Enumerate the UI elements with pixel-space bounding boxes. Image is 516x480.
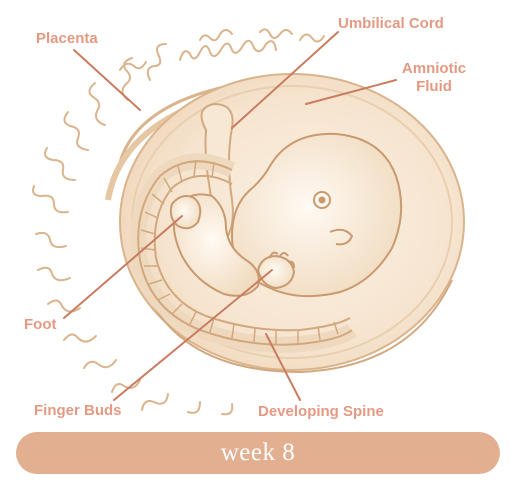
label-amniotic-fluid-line2: Fluid xyxy=(416,78,452,95)
umbilical-cord xyxy=(200,102,234,246)
developing-spine xyxy=(130,153,358,353)
leader-line-umbilical-cord xyxy=(231,31,339,129)
label-developing-spine: Developing Spine xyxy=(258,403,384,420)
leader-line-developing-spine xyxy=(265,333,301,401)
label-amniotic-fluid-line1: Amniotic xyxy=(401,60,467,77)
label-umbilical-cord: Umbilical Cord xyxy=(338,15,444,32)
label-foot: Foot xyxy=(24,316,57,333)
leader-lines xyxy=(63,31,397,401)
week-banner: week 8 xyxy=(16,432,500,474)
label-finger-buds: Finger Buds xyxy=(34,402,122,419)
week-label: week 8 xyxy=(220,439,296,466)
leader-line-amniotic-fluid xyxy=(305,79,397,105)
label-placenta: Placenta xyxy=(36,30,98,47)
placenta-villi xyxy=(32,28,325,416)
leader-line-placenta xyxy=(73,49,141,111)
leader-line-foot xyxy=(63,215,183,319)
leader-line-finger-buds xyxy=(113,269,273,401)
label-amniotic-fluid: Amniotic Fluid xyxy=(388,60,480,96)
